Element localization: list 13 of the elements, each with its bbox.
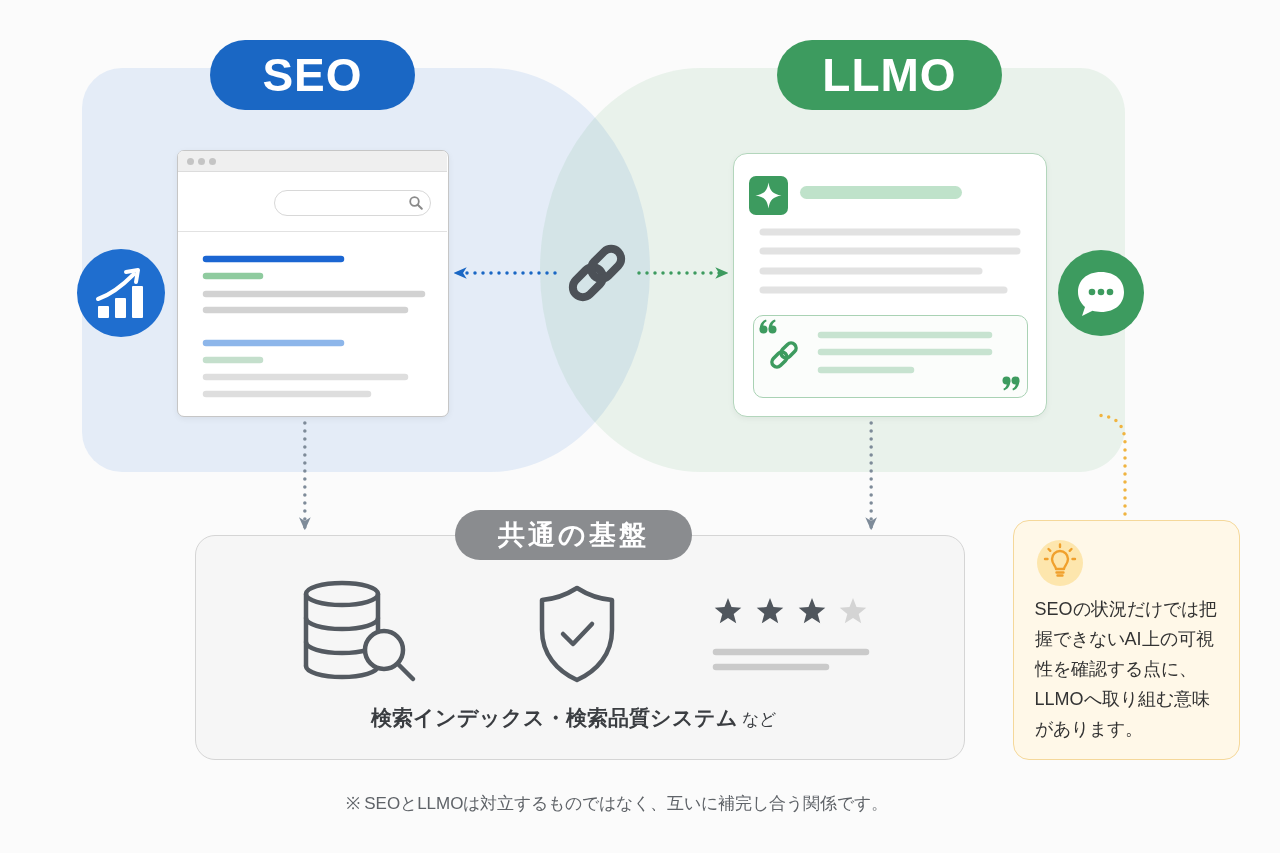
- browser-window: [177, 150, 449, 417]
- caption-text: ※ SEOとLLMOは対立するものではなく、互いに補完し合う関係です。: [345, 793, 889, 815]
- heading-pill: SEO: [210, 40, 415, 110]
- heading-pill: 共通の基盤: [454, 509, 692, 560]
- arrow: [865, 421, 877, 531]
- body-text: 検索インデックス・検索品質システム など: [370, 704, 777, 731]
- answer-card: [733, 153, 1047, 417]
- arrow: [299, 421, 311, 531]
- heading-pill: LLMO: [777, 40, 1002, 110]
- arrow: [453, 267, 557, 279]
- note-text: SEOの状況だけでは把握できないAI上の可視性を確認する点に、LLMOへ取り組む意味があります。: [1034, 597, 1218, 741]
- note-card: [1013, 520, 1240, 760]
- arrow: [637, 267, 729, 279]
